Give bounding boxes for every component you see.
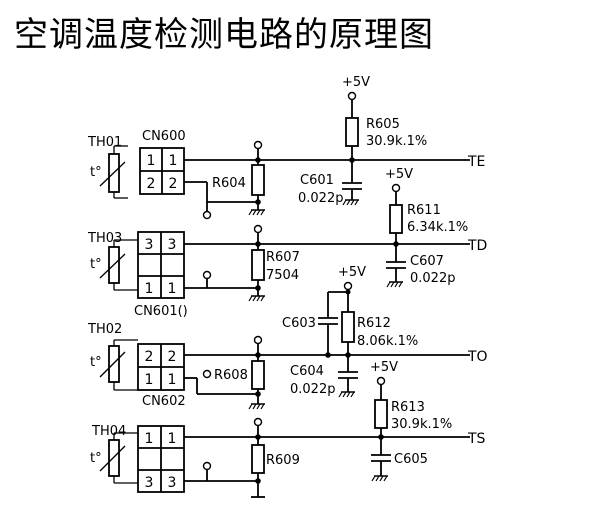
c607-value: 0.022p xyxy=(410,271,455,286)
r607-value: 7504 xyxy=(266,268,299,283)
r605-supply-label: +5V xyxy=(342,75,370,90)
svg-text:3: 3 xyxy=(168,475,177,491)
r605-value: 30.9k.1% xyxy=(366,134,427,149)
th01-label: TH01 xyxy=(87,135,122,150)
r613-resistor xyxy=(374,399,388,429)
r608-resistor xyxy=(251,360,265,390)
c601-label: C601 xyxy=(300,173,334,188)
r612-value: 8.06k.1% xyxy=(357,334,418,349)
r607-label: R607 xyxy=(266,250,300,265)
r609-label: R609 xyxy=(266,453,300,468)
c603-label: C603 xyxy=(282,316,316,331)
cn601-label: CN601() xyxy=(134,304,188,319)
svg-text:3: 3 xyxy=(168,237,177,253)
r611-value: 6.34k.1% xyxy=(407,220,468,235)
svg-text:2: 2 xyxy=(168,349,177,365)
r611-resistor xyxy=(389,204,403,234)
th04-thermistor: t° xyxy=(90,432,138,484)
c601-value: 0.022p xyxy=(298,191,343,206)
r611-label: R611 xyxy=(407,203,441,218)
svg-text:1: 1 xyxy=(145,281,154,297)
cn600-connector: 1 1 2 2 xyxy=(139,147,185,195)
svg-text:3: 3 xyxy=(145,475,154,491)
cn601-connector: 3 3 1 1 xyxy=(137,231,185,299)
r612-label: R612 xyxy=(357,316,391,331)
net-td: TD xyxy=(467,238,487,254)
th03-sensor-symbol: t° xyxy=(90,257,102,272)
th01-thermistor: t° xyxy=(90,145,128,199)
svg-text:3: 3 xyxy=(145,237,154,253)
r604-label: R604 xyxy=(212,176,246,191)
r608-label: R608 xyxy=(214,368,248,383)
c604-label: C604 xyxy=(290,364,324,379)
r605-label: R605 xyxy=(366,117,400,132)
th04-label: TH04 xyxy=(91,424,126,439)
c604-value: 0.022p xyxy=(290,382,335,397)
cn602-connector: 2 2 1 1 xyxy=(137,343,185,391)
c607-label: C607 xyxy=(410,254,444,269)
th01-sensor-symbol: t° xyxy=(90,165,102,180)
svg-text:1: 1 xyxy=(147,153,156,169)
r612-supply-label: +5V xyxy=(338,265,366,280)
svg-text:2: 2 xyxy=(145,349,154,365)
th03-label: TH03 xyxy=(87,231,122,246)
th03-thermistor: t° xyxy=(90,239,138,291)
r612-resistor xyxy=(341,311,355,343)
page-title: 空调温度检测电路的原理图 xyxy=(14,15,434,55)
th02-thermistor: t° xyxy=(90,339,138,391)
net-ts: TS xyxy=(467,431,486,447)
r613-supply-label: +5V xyxy=(370,360,398,375)
th04-sensor-symbol: t° xyxy=(90,451,102,466)
r607-resistor xyxy=(251,249,265,281)
net-te: TE xyxy=(467,154,485,170)
svg-text:1: 1 xyxy=(168,431,177,447)
svg-text:1: 1 xyxy=(145,372,154,388)
th02-sensor-symbol: t° xyxy=(90,355,102,370)
r605-resistor xyxy=(345,117,359,147)
svg-text:1: 1 xyxy=(145,431,154,447)
r613-label: R613 xyxy=(391,400,425,415)
th02-label: TH02 xyxy=(87,322,122,337)
c605-label: C605 xyxy=(394,452,428,467)
r609-resistor xyxy=(251,444,265,474)
svg-text:2: 2 xyxy=(169,176,178,192)
cn600-label: CN600 xyxy=(142,129,186,144)
r611-supply-label: +5V xyxy=(385,167,413,182)
r613-value: 30.9k.1% xyxy=(391,417,452,432)
svg-text:2: 2 xyxy=(147,176,156,192)
r604-resistor xyxy=(251,164,265,196)
net-to: TO xyxy=(467,349,488,365)
svg-text:1: 1 xyxy=(169,153,178,169)
svg-text:1: 1 xyxy=(168,281,177,297)
cn602-label: CN602 xyxy=(142,394,186,409)
svg-text:1: 1 xyxy=(168,372,177,388)
th04-connector: 1 1 3 3 xyxy=(137,425,185,493)
